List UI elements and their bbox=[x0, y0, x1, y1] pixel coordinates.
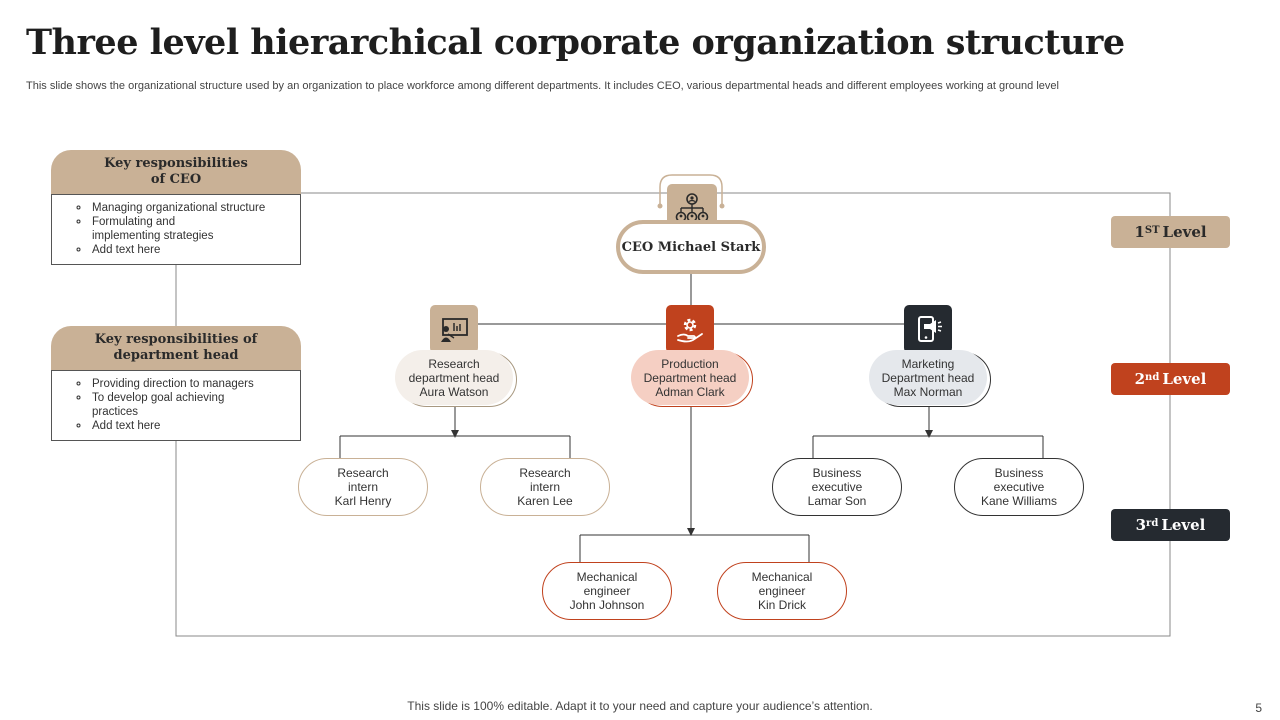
presentation-icon bbox=[430, 305, 478, 353]
head-line: department head bbox=[408, 370, 500, 385]
level-ordinal: 3 bbox=[1135, 516, 1147, 534]
list-item: Providing direction to managers bbox=[90, 377, 290, 391]
dept-resp-heading-line2: department head bbox=[113, 348, 239, 363]
employee-line: intern bbox=[529, 480, 560, 494]
ceo-resp-heading-line2: of CEO bbox=[150, 172, 202, 187]
employee-name: Kane Williams bbox=[980, 494, 1058, 508]
head-line: Marketing bbox=[901, 356, 955, 371]
list-item: Add text here bbox=[90, 419, 290, 433]
employee-line: Mechanical bbox=[576, 570, 638, 584]
employee-line: engineer bbox=[583, 584, 631, 598]
employee-line: intern bbox=[347, 480, 379, 494]
level-ordinal: 1 bbox=[1134, 223, 1145, 241]
employee-line: executive bbox=[993, 480, 1045, 494]
level-suffix: ST bbox=[1144, 224, 1160, 236]
employee-line: engineer bbox=[758, 584, 806, 598]
list-item: Formulating and implementing strategies bbox=[90, 215, 232, 243]
slide-subtitle: This slide shows the organizational stru… bbox=[26, 80, 1059, 92]
head-line: Research bbox=[428, 356, 480, 371]
employee-line: Research bbox=[337, 466, 389, 480]
list-item: To develop goal achieving practices bbox=[90, 391, 252, 419]
ceo-resp-heading-line1: Key responsibilities bbox=[104, 156, 248, 171]
level-ordinal: 2 bbox=[1134, 370, 1146, 388]
ceo-node: CEO Michael Stark bbox=[616, 220, 766, 274]
dept-responsibilities-list: Providing direction to managers To devel… bbox=[51, 370, 301, 441]
mobile-megaphone-icon bbox=[904, 305, 952, 353]
employee-line: Research bbox=[519, 466, 571, 480]
employee-name: John Johnson bbox=[569, 598, 645, 612]
employee-name: Karl Henry bbox=[334, 494, 392, 508]
dept-resp-heading-line1: Key responsibilities of bbox=[94, 332, 258, 347]
head-line: Department head bbox=[881, 370, 975, 385]
employee-name: Lamar Son bbox=[807, 494, 867, 508]
footer-note: This slide is 100% editable. Adapt it to… bbox=[407, 699, 873, 713]
level-word: Level bbox=[1161, 516, 1206, 534]
head-line: Department head bbox=[643, 370, 737, 385]
employee-line: Business bbox=[994, 466, 1044, 480]
employee-name: Kin Drick bbox=[757, 598, 806, 612]
head-line: Production bbox=[661, 356, 719, 371]
list-item: Managing organizational structure bbox=[90, 201, 290, 215]
list-item: Add text here bbox=[90, 243, 290, 257]
level-word: Level bbox=[1162, 223, 1207, 241]
employee-name: Karen Lee bbox=[517, 494, 573, 508]
page-number: 5 bbox=[1255, 701, 1262, 715]
level-word: Level bbox=[1162, 370, 1207, 388]
level-suffix: nd bbox=[1145, 371, 1160, 383]
employee-line: executive bbox=[811, 480, 863, 494]
gear-hand-icon bbox=[666, 305, 714, 353]
slide-title: Three level hierarchical corporate organ… bbox=[26, 22, 1125, 63]
ceo-responsibilities-list: Managing organizational structure Formul… bbox=[51, 194, 301, 265]
head-name: Aura Watson bbox=[419, 384, 489, 399]
employee-line: Mechanical bbox=[751, 570, 813, 584]
employee-line: Business bbox=[812, 466, 862, 480]
head-name: Max Norman bbox=[893, 384, 963, 399]
head-name: Adman Clark bbox=[655, 384, 725, 399]
level-suffix: rd bbox=[1146, 517, 1159, 529]
